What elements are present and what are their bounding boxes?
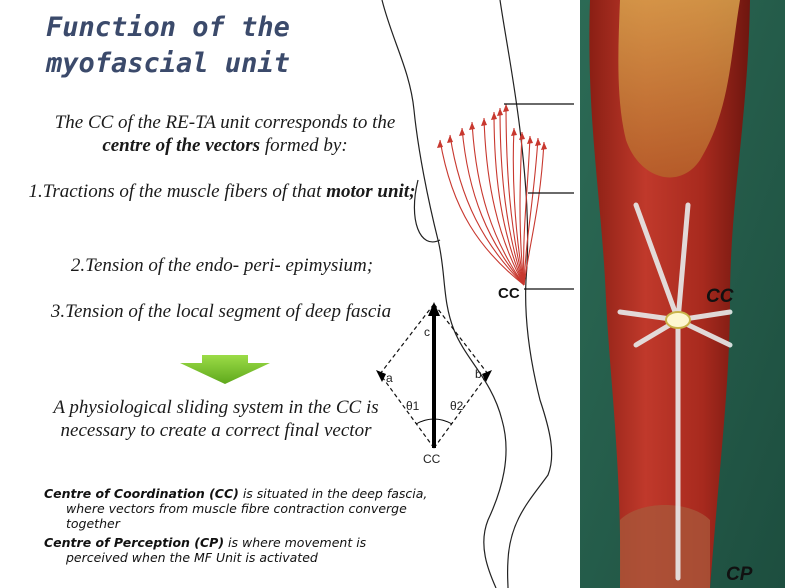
point-1-bold: motor unit; — [326, 181, 416, 202]
down-arrow-icon — [180, 355, 270, 384]
muscle-fibers — [439, 103, 545, 286]
intro-pre: The CC of the RE-TA unit corresponds to … — [54, 112, 396, 133]
slide-title: Function of the myofascial unit — [46, 10, 366, 82]
point-3: 3.Tension of the local segment of deep f… — [50, 301, 392, 322]
cc-term: Centre of Coordination (CC) — [44, 486, 239, 501]
label-a: a — [386, 371, 393, 385]
photo-cc-label: CC — [706, 286, 734, 307]
cc-point-marker — [665, 311, 691, 329]
point-1-text: 1.Tractions of the muscle fibers of that — [28, 181, 327, 202]
parallelogram-dashes — [379, 303, 489, 449]
intro-text: The CC of the RE-TA unit corresponds to … — [30, 111, 420, 157]
title-line-1: Function of the — [46, 12, 290, 43]
title-line-2: myofascial unit — [46, 48, 290, 79]
conclusion-text: A physiological sliding system in the CC… — [53, 397, 379, 441]
vector-a-arrowhead — [376, 370, 386, 382]
vector-diagram: c a b θ1 θ2 CC — [376, 302, 492, 466]
definition-cp: Centre of Perception (CP) is where movem… — [44, 535, 464, 565]
label-cc: CC — [423, 452, 441, 466]
angle-arc — [415, 418, 453, 425]
leg-cc-label: CC — [498, 285, 520, 302]
definitions: Centre of Coordination (CC) is situated … — [44, 486, 464, 569]
point-2: 2.Tension of the endo- peri- epimysium; — [70, 255, 374, 276]
ankle-tissue — [620, 505, 710, 588]
pointer-lines — [504, 103, 574, 290]
cp-term: Centre of Perception (CP) — [44, 535, 225, 550]
leg-outline-drawing: CC — [381, 0, 574, 588]
label-theta2: θ2 — [450, 399, 464, 413]
definition-cc: Centre of Coordination (CC) is situated … — [44, 486, 464, 531]
intro-bold: centre of the vectors — [102, 135, 261, 156]
resultant-arrowhead — [428, 302, 440, 316]
cc-text-inline: is situated in the deep fascia, — [238, 486, 428, 501]
label-theta1: θ1 — [406, 399, 420, 413]
vector-b-arrowhead — [482, 370, 492, 382]
fat-tissue — [618, 0, 740, 178]
leg-contour — [381, 0, 553, 588]
dissection-photo: CC CP — [580, 0, 785, 588]
cc-text-rest: where vectors from muscle fibre contract… — [66, 501, 407, 531]
label-b: b — [475, 367, 482, 381]
cp-text-rest: perceived when the MF Unit is activated — [66, 550, 318, 565]
cp-text-inline: is where movement is — [224, 535, 367, 550]
label-c: c — [424, 325, 430, 339]
photo-cp-label: CP — [726, 564, 753, 585]
fiber-arrowheads — [437, 104, 547, 150]
intro-post: formed by: — [260, 135, 348, 156]
point-1: 1.Tractions of the muscle fibers of that… — [22, 180, 422, 203]
